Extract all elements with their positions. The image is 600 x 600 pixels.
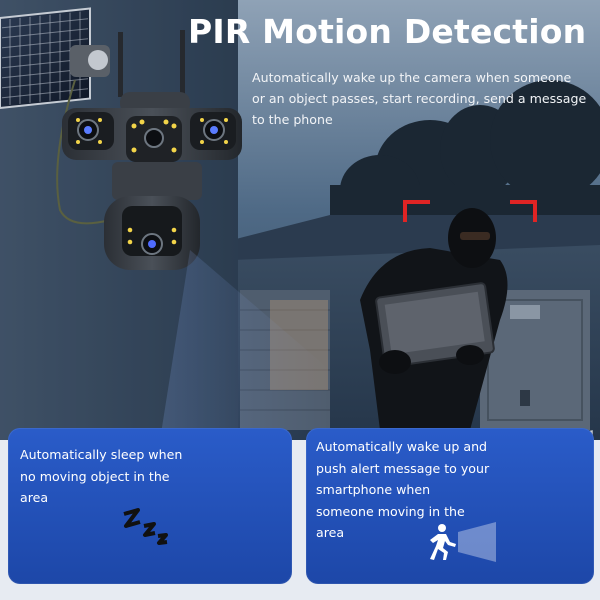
- subheadline: Automatically wake up the camera when so…: [252, 70, 587, 127]
- sleep-mode-panel: Automatically sleep when no moving objec…: [8, 428, 292, 584]
- intruder-figure: [360, 208, 508, 430]
- headline: PIR Motion Detection: [188, 12, 587, 51]
- detection-bracket: [403, 200, 537, 222]
- sleep-zzz-icon: [123, 508, 168, 545]
- sleep-mode-text: Automatically sleep when no moving objec…: [20, 447, 183, 505]
- running-person-icon: [430, 522, 496, 562]
- solar-panel: [0, 7, 91, 110]
- security-camera: [62, 30, 242, 270]
- wake-mode-text: Automatically wake up and push alert mes…: [316, 439, 490, 540]
- wake-mode-panel: Automatically wake up and push alert mes…: [306, 428, 594, 584]
